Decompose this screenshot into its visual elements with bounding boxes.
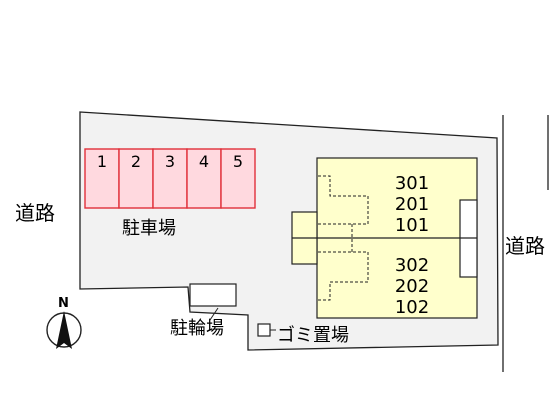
garbage-label: ゴミ置場	[277, 325, 349, 346]
unit-number: 101	[395, 215, 429, 236]
parking-space-number: 2	[131, 152, 141, 171]
north-label: N	[58, 296, 69, 311]
unit-number: 201	[395, 194, 429, 215]
road-label-right: 道路	[505, 234, 545, 258]
parking-space	[118, 148, 154, 209]
unit-number: 202	[395, 276, 429, 297]
road-label-left: 道路	[15, 201, 55, 225]
unit-number: 102	[395, 297, 429, 318]
parking-space	[220, 148, 256, 209]
bicycle-parking-label: 駐輪場	[170, 318, 224, 339]
parking-space-number: 5	[233, 152, 243, 171]
parking-area: 1 2 3 4 5	[84, 148, 256, 209]
parking-space	[186, 148, 222, 209]
unit-number: 302	[395, 255, 429, 276]
garbage-box	[257, 323, 271, 337]
parking-space-number: 4	[199, 152, 209, 171]
bicycle-shelter	[189, 283, 237, 307]
parking-space-number: 1	[97, 152, 107, 171]
parking-space-number: 3	[165, 152, 175, 171]
bicycle-leader-line	[209, 307, 219, 321]
north-arrow-icon	[56, 311, 72, 349]
north-arrow: N	[46, 296, 82, 349]
parking-label: 駐車場	[122, 218, 176, 239]
parking-space	[84, 148, 120, 209]
corridor-lower	[318, 251, 369, 301]
unit-number: 301	[395, 173, 429, 194]
corridor-upper	[318, 175, 369, 225]
